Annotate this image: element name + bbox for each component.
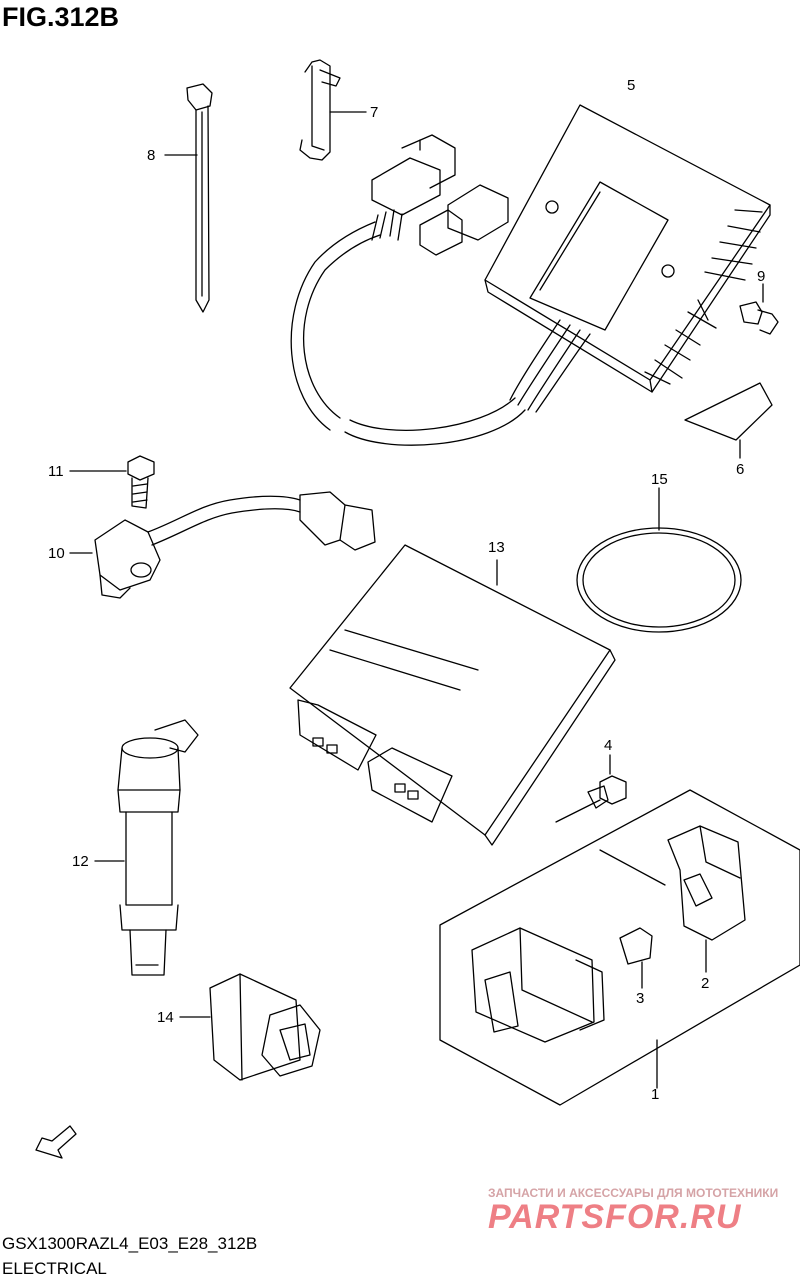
callout-13: 13 xyxy=(488,539,505,556)
part-relay-box xyxy=(471,927,605,1043)
part-pad xyxy=(684,382,773,459)
part-o-ring xyxy=(576,487,742,633)
part-regulator-rectifier xyxy=(290,104,771,446)
part-bolt-4 xyxy=(587,754,627,809)
callout-10: 10 xyxy=(48,545,65,562)
part-cable-tie xyxy=(164,83,213,313)
part-ecm xyxy=(289,544,616,846)
callout-3: 3 xyxy=(636,990,644,1007)
callout-12: 12 xyxy=(72,853,89,870)
callout-2: 2 xyxy=(701,975,709,992)
callout-4: 4 xyxy=(604,737,612,754)
watermark-tagline: ЗАПЧАСТИ И АКСЕССУАРЫ ДЛЯ МОТОТЕХНИКИ xyxy=(488,1186,779,1200)
part-sensor xyxy=(69,491,376,599)
callout-7: 7 xyxy=(370,104,378,121)
callout-14: 14 xyxy=(157,1009,174,1026)
part-fuse-cover xyxy=(667,825,746,973)
callout-15: 15 xyxy=(651,471,668,488)
part-fuse xyxy=(619,927,653,989)
figure-title: FIG.312B xyxy=(2,2,120,32)
callout-8: 8 xyxy=(147,147,155,164)
section-name: ELECTRICAL xyxy=(2,1259,107,1278)
part-fuse-box-frame xyxy=(439,789,800,1106)
callout-1: 1 xyxy=(651,1086,659,1103)
fwd-arrow-icon xyxy=(35,1125,77,1159)
part-bolt-11 xyxy=(69,455,155,509)
watermark-logo: PARTSFOR.RU xyxy=(488,1198,742,1236)
model-code: GSX1300RAZL4_E03_E28_312B xyxy=(2,1234,258,1253)
callout-9: 9 xyxy=(757,268,765,285)
callout-5: 5 xyxy=(627,77,635,94)
part-clip xyxy=(299,59,367,161)
part-bolt-9 xyxy=(739,283,779,335)
part-ignition-coil xyxy=(94,719,199,976)
callout-6: 6 xyxy=(736,461,744,478)
callout-11: 11 xyxy=(48,463,64,480)
part-connector xyxy=(179,973,321,1081)
